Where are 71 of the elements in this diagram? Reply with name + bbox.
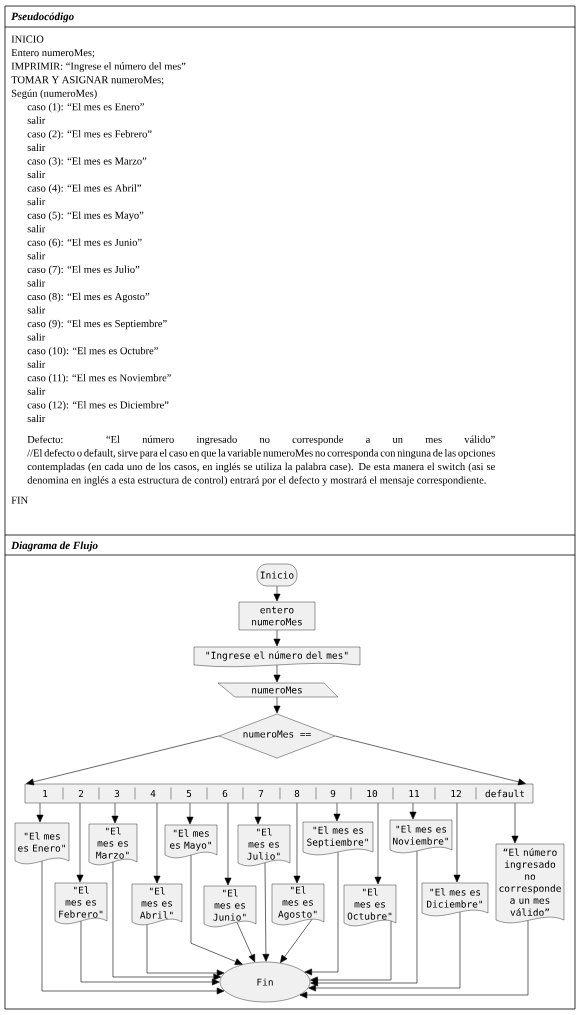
arrow [374,802,382,885]
pseudocode-line: IMPRIMIR: “Ingrese el número del mes” [11,62,186,72]
arrow [41,860,225,995]
pseudocode-line: salir [27,279,46,287]
arrow [36,802,44,823]
arrow [186,802,194,825]
end-terminal: Fin [219,961,311,1003]
comment-paragraph: //El defecto o default, sirve para el caso en que la variable numeroMes no corresponda con ninguna de las opciones contempladas (en cada uno de los casos, en inglés se utiliza la palabra case). De esta manera el switch (asi se denomina en inglés a esta estructura de control) entrará por el defecto y mostrará el mensaje correspondiente. [27,449,495,486]
pseudocode-line: salir [27,116,46,124]
pseudocode-line: salir [27,197,46,206]
arrow [262,862,270,962]
section-heading: Pseudocódigo [11,12,74,23]
arrow [112,861,221,981]
pseudocode-line: Según (numeroMes) [11,89,97,99]
pseudocode-line: salir [27,360,46,368]
pseudocode-line: caso (1): “El mes es Enero” [27,103,144,113]
arrow [273,664,281,683]
pseudocode-line: caso (5): “El mes es Mayo” [27,211,144,221]
pseudocode-line: Entero numeroMes; [11,49,95,58]
start-terminal: Inicio [256,563,298,587]
case-bar: 1 2 3 4 5 6 7 8 9 10 11 12 default [24,783,534,804]
arrow [111,802,119,824]
arrow [254,802,262,825]
pseudocode-line: INICIO [11,35,44,43]
arrow [76,802,84,883]
pseudocode-line: caso (4): “El mes es Abril” [27,184,141,194]
pseudocode-line: salir [27,333,46,341]
pseudocode-line: FIN [11,496,28,504]
section-heading: Diagrama de Flujo [11,541,98,552]
pseudocode-line: caso (9): “El mes es Septiembre” [27,319,167,330]
arrow [333,802,341,822]
pseudocode-line: salir [27,414,46,422]
pseudocode-line: salir [27,224,46,233]
arrow [310,920,392,984]
arrow [273,629,281,647]
pseudocode-line: caso (11): “El mes es Noviembre” [27,374,171,384]
pseudocode-line: caso (10): “El mes es Octubre” [27,346,158,357]
arrow [190,854,243,965]
pseudocode-line: caso (2): “El mes es Febrero” [27,130,152,140]
arrow [299,920,529,999]
arrow [80,920,220,986]
arrow [224,802,232,886]
input-parallelogram: numeroMes [217,682,339,698]
arrow [146,924,225,977]
pseudocode-line: salir [27,306,46,314]
pseudocode-line: salir [27,170,46,179]
arrow [236,922,255,963]
pseudocode-line: salir [27,143,46,151]
pseudocode-line: TOMAR Y ASIGNAR numeroMes; [11,76,164,85]
arrow [453,802,461,883]
arrow [273,585,281,602]
pseudocode-line: salir [27,387,46,395]
pseudocode-line: salir [27,252,46,260]
arrow [409,802,417,820]
pseudocode-line: caso (3): “El mes es Marzo” [27,157,147,167]
arrow [273,696,281,714]
arrow [308,911,461,992]
arrow [304,851,339,976]
arrow [26,735,220,786]
arrow [153,802,161,884]
pseudocode-line: caso (6): “El mes es Junio” [27,238,142,248]
pseudocode-line: caso (7): “El mes es Julio” [27,265,140,276]
arrow [511,802,519,844]
arrow [293,802,301,884]
arrow [310,850,418,987]
pseudocode-line: Defecto: “El número ingresado no corresponde a un mes válido” [27,435,495,446]
arrow [334,735,526,786]
process-box: entero numeroMes [238,601,316,631]
arrow [280,919,313,963]
pseudocode-line: caso (12): “El mes es Diciembre” [27,401,169,411]
pseudocode-line: caso (8): “El mes es Agosto” [27,292,150,303]
